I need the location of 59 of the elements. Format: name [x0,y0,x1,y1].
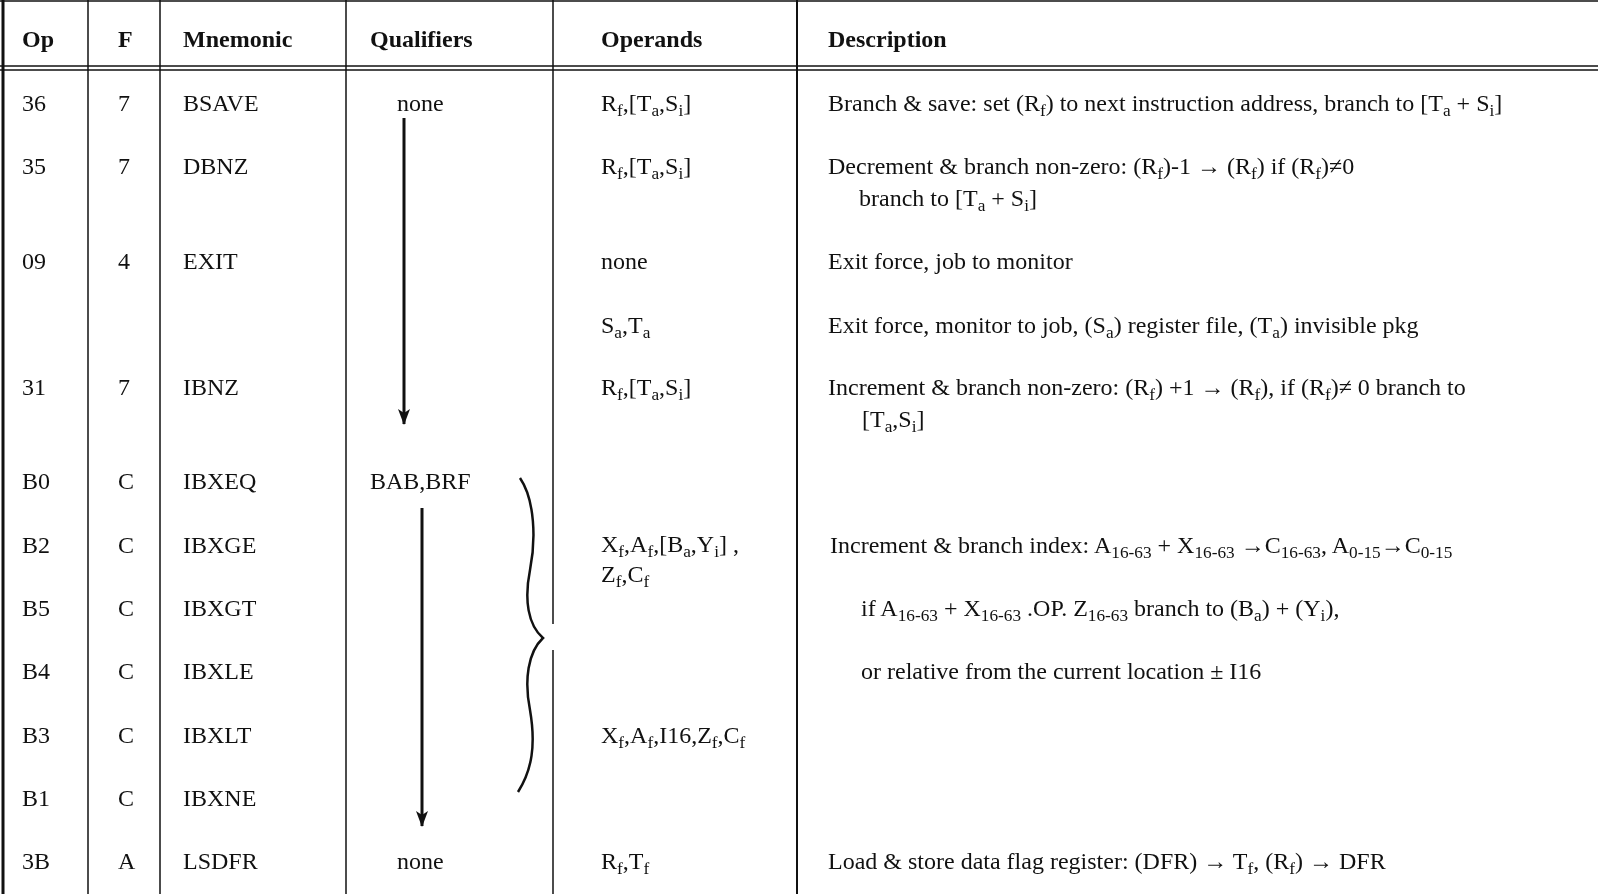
description-text: Decrement & branch non-zero: (R$_{f}$)-1 → (R$_{f}$) if (R$_{f}$)≠0 branch to [T$_{a}$ + S$_{i}$] [828,152,1356,214]
operand-list: X$_{f}$,A$_{f}$,[B$_{a}$,Y$_{i}$] , Z$_{f}$,C$_{f}$ [601,529,776,589]
mnemonic: LSDFR [183,847,258,876]
format-code: 4 [118,247,130,276]
column-header: Operands [601,25,703,54]
opcode: B4 [22,657,50,686]
mnemonic: IBNZ [183,373,239,402]
operand-list: R$_{f}$,[T$_{a}$,S$_{i}$] [601,150,692,182]
format-code: C [118,784,134,813]
format-code: 7 [118,152,130,181]
opcode: 09 [22,247,46,276]
operand-list: S$_{a}$,T$_{a}$ [601,309,651,341]
column-header: Qualifiers [370,25,473,54]
description-text: Exit force, monitor to job, (S$_{a}$) register file, (T$_{a}$) invisible pkg [828,311,1419,341]
column-header: Op [22,25,54,54]
opcode: 3B [22,847,50,876]
mnemonic: IBXEQ [183,467,257,496]
format-code: 7 [118,89,130,118]
description-text: if A$_{16-63}$ + X$_{16-63}$ .OP. Z$_{16-63}$ branch to (B$_{a}$) + (Y$_{i}$), [861,594,1340,624]
mnemonic: BSAVE [183,89,259,118]
qualifier: BAB,BRF [370,467,471,496]
qualifier: none [397,89,444,118]
mnemonic: EXIT [183,247,238,276]
format-code: C [118,657,134,686]
operand-list: X$_{f}$,A$_{f}$,I16,Z$_{f}$,C$_{f}$ [601,719,746,751]
qualifier: none [397,847,444,876]
format-code: C [118,531,134,560]
mnemonic: DBNZ [183,152,249,181]
column-header: Description [828,25,947,54]
format-code: C [118,594,134,623]
column-header: F [118,25,133,54]
opcode: 35 [22,152,46,181]
opcode: B5 [22,594,50,623]
opcode: 36 [22,89,46,118]
operand-list: none [601,245,648,277]
description-text: Branch & save: set (R$_{f}$) to next instruction address, branch to [T$_{a}$ + S$_{i}$] [828,89,1503,119]
column-header: Mnemonic [183,25,293,54]
operand-list: R$_{f}$,[T$_{a}$,S$_{i}$] [601,371,692,403]
mnemonic: IBXNE [183,784,257,813]
opcode: B0 [22,467,50,496]
operand-list: R$_{f}$,T$_{f}$ [601,845,650,877]
description-text: Increment & branch index: A$_{16-63}$ + X$_{16-63}$ →C$_{16-63}$, A$_{0-15}$→C$_{0-15}$ [830,531,1453,561]
description-text: Load & store data flag register: (DFR) → T$_{f}$, (R$_{f}$) → DFR [828,847,1386,877]
opcode: B1 [22,784,50,813]
opcode: B3 [22,721,50,750]
description-text: Increment & branch non-zero: (R$_{f}$) +1 → (R$_{f}$), if (R$_{f}$)≠ 0 branch to [T$_{a}$,S$_{i}$] [828,373,1467,435]
mnemonic: IBXLE [183,657,254,686]
format-code: C [118,721,134,750]
mnemonic: IBXGE [183,531,257,560]
format-code: C [118,467,134,496]
opcode: 31 [22,373,46,402]
operand-list: R$_{f}$,[T$_{a}$,S$_{i}$] [601,87,692,119]
description-text: or relative from the current location ± I16 [861,657,1262,686]
format-code: 7 [118,373,130,402]
opcode: B2 [22,531,50,560]
mnemonic: IBXGT [183,594,257,623]
description-text: Exit force, job to monitor [828,247,1073,276]
format-code: A [118,847,136,876]
mnemonic: IBXLT [183,721,252,750]
